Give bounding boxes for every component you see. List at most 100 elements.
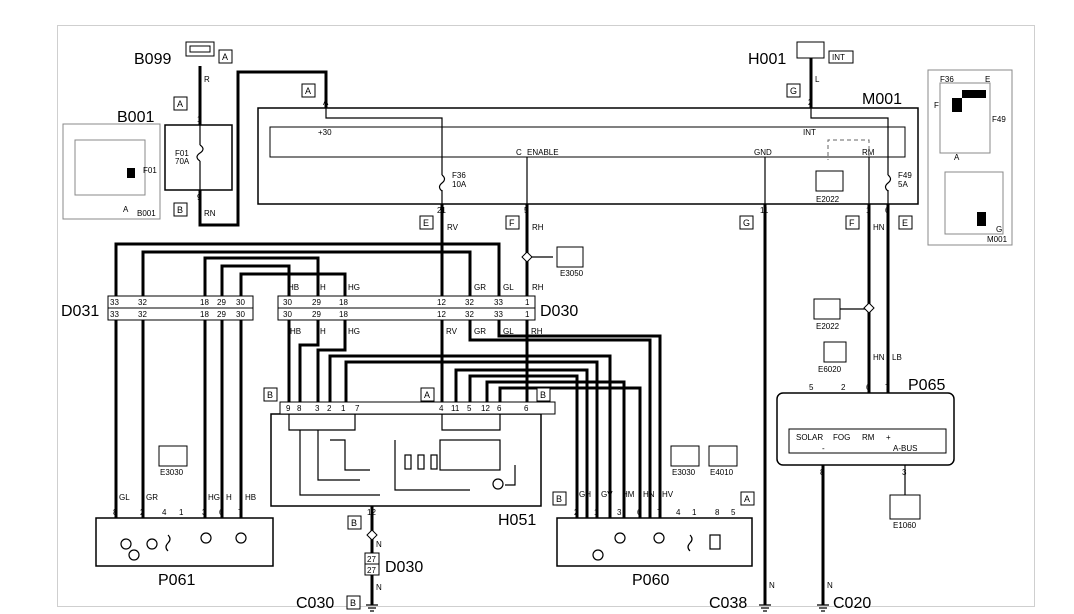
m001-inner-panel [269,126,906,158]
pin-d030-27: 27 [367,555,376,564]
wire-gv: GV [601,490,613,499]
wire-h-p061: H [226,493,232,502]
fuse-f01-rating: 70A [175,157,190,166]
wire-hv: HV [662,490,674,499]
pin-p060-4: 4 [676,508,681,517]
label-d030-small: D030 [385,559,423,576]
wire-r: R [204,75,210,84]
p065-label-rm: RM [862,433,875,442]
pin-p060-7: 7 [657,508,662,517]
pin-d031-29b: 29 [217,310,226,319]
splice-marker [521,251,533,263]
pin-d030-12b: 12 [437,310,446,319]
label-d030: D030 [540,303,578,320]
pin-p061-3: 3 [202,508,207,517]
inset-m001-f36: F36 [940,75,954,84]
pin-d030-1: 1 [525,298,530,307]
wire-gh: GH [579,490,591,499]
p065-label-minus: - [822,444,825,453]
wire-gl: GL [503,283,514,292]
ref-e3050: E3050 [560,269,584,278]
pin-d030-27b: 27 [367,566,376,575]
label-c038: C038 [709,595,747,612]
pin-h051-5: 5 [467,404,472,413]
pin-d030-33: 33 [494,298,503,307]
conn-b-h051: B [267,390,273,400]
pin-h051-1: 1 [341,404,346,413]
m001-inset [927,69,1013,246]
m001-label-rm: RM [862,148,875,157]
pin-d031-32b: 32 [138,310,147,319]
ref-e6020: E6020 [818,365,842,374]
conn-b-h051-right: B [540,390,546,400]
conn-a-m001: A [305,86,311,96]
inset-m001-a: A [954,153,960,162]
pin-p060-3: 3 [617,508,622,517]
p065-label-abus: A-BUS [893,444,917,453]
conn-a-h051: A [424,390,430,400]
b001-inset [62,123,161,220]
gauge-icon [708,445,738,467]
pin-d031-30: 30 [236,298,245,307]
pin-p065-7: 7 [885,383,890,392]
pin-p060-1b: 1 [692,508,697,517]
wire-gr: GR [474,283,486,292]
pin-p061-6: 6 [219,508,224,517]
fuse-f49: F49 [898,171,912,180]
inset-m001-e: E [985,75,990,84]
pin-d031-18: 18 [200,298,209,307]
p060-internal [592,532,721,561]
wire-h-2: H [320,327,326,336]
inset-m001-g: G [996,225,1002,234]
conn-b-p060: B [556,494,562,504]
conn-f-pin1: F [849,218,855,228]
fuse-f36: F36 [452,171,466,180]
pin-h051-7: 7 [355,404,360,413]
wire-hb: HB [288,283,299,292]
conn-e-pin6: E [902,218,908,228]
wire-rn: RN [204,209,216,218]
inset-b001-a: A [123,205,129,214]
wire-rv-2: RV [446,327,458,336]
ground-c038 [759,604,771,612]
reference-symbols [158,41,921,612]
pin-m001-5: 5 [524,206,529,215]
pin-p061-7: 7 [238,508,243,517]
wire-h: H [320,283,326,292]
label-c030: C030 [296,595,334,612]
ignition-switch-icon [796,41,825,59]
pin-d030-30: 30 [283,298,292,307]
pin-d030-29b: 29 [312,310,321,319]
label-p060: P060 [632,572,669,589]
sun-sensor-icon [823,341,847,363]
label-m001: M001 [862,91,902,108]
m001-label-c: C [516,148,522,157]
label-b099: B099 [134,51,171,68]
wire-rv: RV [447,223,459,232]
pin-h051-4: 4 [439,404,444,413]
ref-e2022: E2022 [816,322,840,331]
ground-c030 [366,604,378,612]
p061-internal [120,532,247,561]
pin-h051-12: 12 [481,404,490,413]
wire-hg-2: HG [348,327,360,336]
m001-internal-traces [196,108,892,204]
pin-h051-11: 11 [451,404,460,413]
inset-b001-label: B001 [137,209,156,218]
pin-h051-6: 6 [497,404,502,413]
pin-d031-29: 29 [217,298,226,307]
pin-p065-5: 5 [809,383,814,392]
pin-p060-2: 2 [574,508,579,517]
pin-d030-18b: 18 [339,310,348,319]
pin-p060-1: 1 [594,508,599,517]
pin-h051-12b: 12 [367,508,376,517]
wire-hb-p061: HB [245,493,256,502]
ref-e4010: E4010 [710,468,734,477]
h051-module [270,413,542,507]
pin-d031-33b: 33 [110,310,119,319]
m001-label-gnd: GND [754,148,772,157]
pin-p060-6: 6 [637,508,642,517]
pin-p061-4: 4 [162,508,167,517]
power-wires [114,58,906,605]
abus-icon [889,494,921,520]
